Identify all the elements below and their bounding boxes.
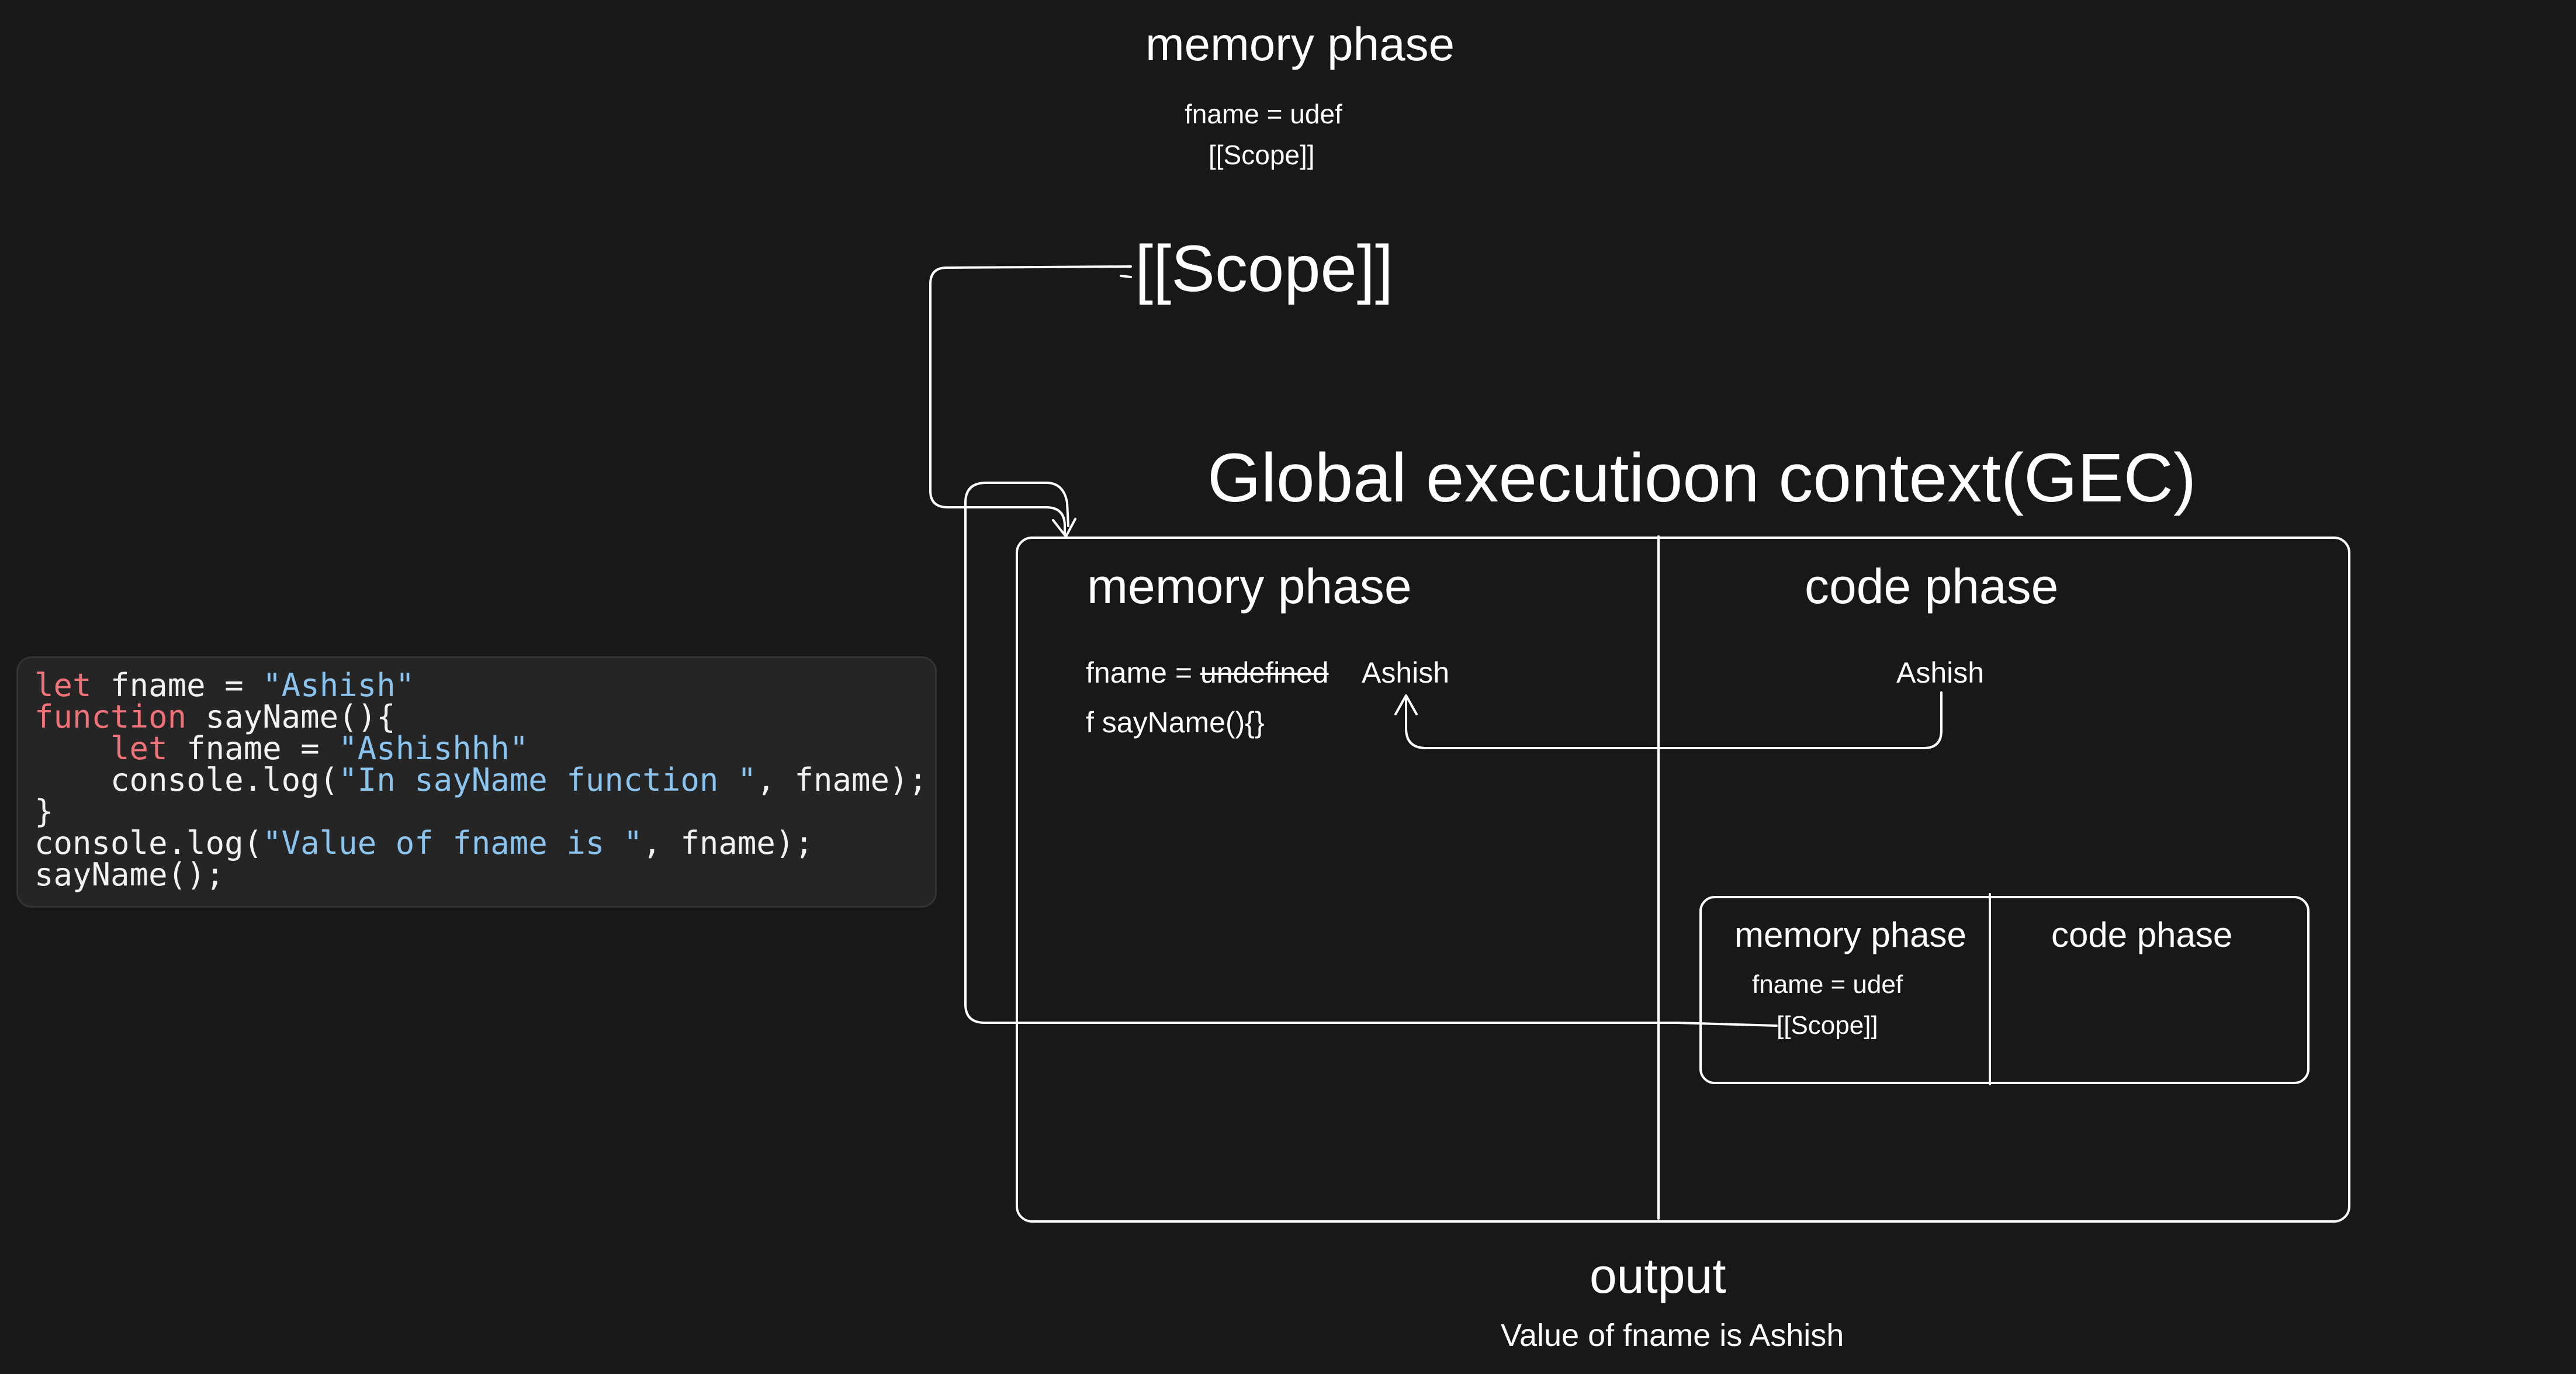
- gec-title: Global executioon context(GEC): [1207, 439, 2197, 517]
- gec-code-heading: code phase: [1805, 559, 2059, 614]
- gec-fname-line: fname = undefined: [1086, 656, 1329, 690]
- scope-big: [[Scope]]: [1135, 232, 1394, 305]
- top-fname: fname = udef: [1185, 99, 1342, 129]
- gec-fname-new: Ashish: [1362, 656, 1450, 689]
- assign-arrowhead: [1394, 694, 1418, 715]
- code-keyword: let: [110, 730, 168, 767]
- code-line: let fname = "Ashish": [34, 667, 414, 704]
- top-scope: [[Scope]]: [1209, 140, 1315, 170]
- inner-fname: fname = udef: [1752, 970, 1903, 999]
- code-string: "Value of fname is ": [262, 825, 643, 861]
- code-text: fname =: [167, 730, 339, 767]
- output-title: output: [1590, 1248, 1726, 1303]
- gec-fname-prefix: fname =: [1086, 656, 1200, 689]
- gec-func: f sayName(){}: [1086, 706, 1265, 739]
- code-line: sayName();: [34, 856, 224, 893]
- code-block: let fname = "Ashish" function sayName(){…: [34, 670, 927, 891]
- inner-scope: [[Scope]]: [1777, 1011, 1878, 1040]
- code-text: sayName();: [34, 856, 225, 893]
- code-text: console.log(: [34, 825, 263, 861]
- gec-box: [1016, 537, 2350, 1223]
- inner-context-box: [1699, 896, 2310, 1084]
- code-panel: let fname = "Ashish" function sayName(){…: [16, 656, 937, 908]
- scope-to-gec-arrow: [929, 265, 1132, 536]
- gec-code-value: Ashish: [1896, 656, 1985, 689]
- top-memory-title: memory phase: [1145, 18, 1455, 70]
- assign-arrow: [1405, 691, 1943, 749]
- inner-memory-heading: memory phase: [1734, 915, 1966, 954]
- code-line: }: [34, 793, 54, 830]
- scope-tick: [1120, 275, 1132, 278]
- code-line: function sayName(){: [34, 698, 396, 735]
- code-string: "Ashishhh": [338, 730, 529, 767]
- code-text: console.log(: [34, 762, 339, 798]
- output-text: Value of fname is Ashish: [1501, 1318, 1844, 1353]
- code-text: }: [34, 793, 54, 830]
- code-line: console.log("Value of fname is ", fname)…: [34, 825, 813, 861]
- code-line: let fname = "Ashishhh": [34, 730, 528, 767]
- code-line: console.log("In sayName function ", fnam…: [34, 762, 927, 798]
- code-text: sayName(){: [186, 698, 396, 735]
- code-string: "Ashish": [262, 667, 415, 704]
- code-text: , fname);: [642, 825, 813, 861]
- code-string: "In sayName function ": [338, 762, 757, 798]
- code-text: fname =: [91, 667, 263, 704]
- inner-code-heading: code phase: [2051, 915, 2233, 954]
- scope-to-gec-arrowhead: [1052, 518, 1076, 538]
- code-text: , fname);: [756, 762, 928, 798]
- code-keyword: function: [34, 698, 187, 735]
- code-keyword: let: [34, 667, 92, 704]
- gec-fname-struck: undefined: [1200, 656, 1329, 689]
- gec-memory-heading: memory phase: [1087, 559, 1412, 614]
- inner-scope-to-gec-arrow: [964, 482, 1778, 1027]
